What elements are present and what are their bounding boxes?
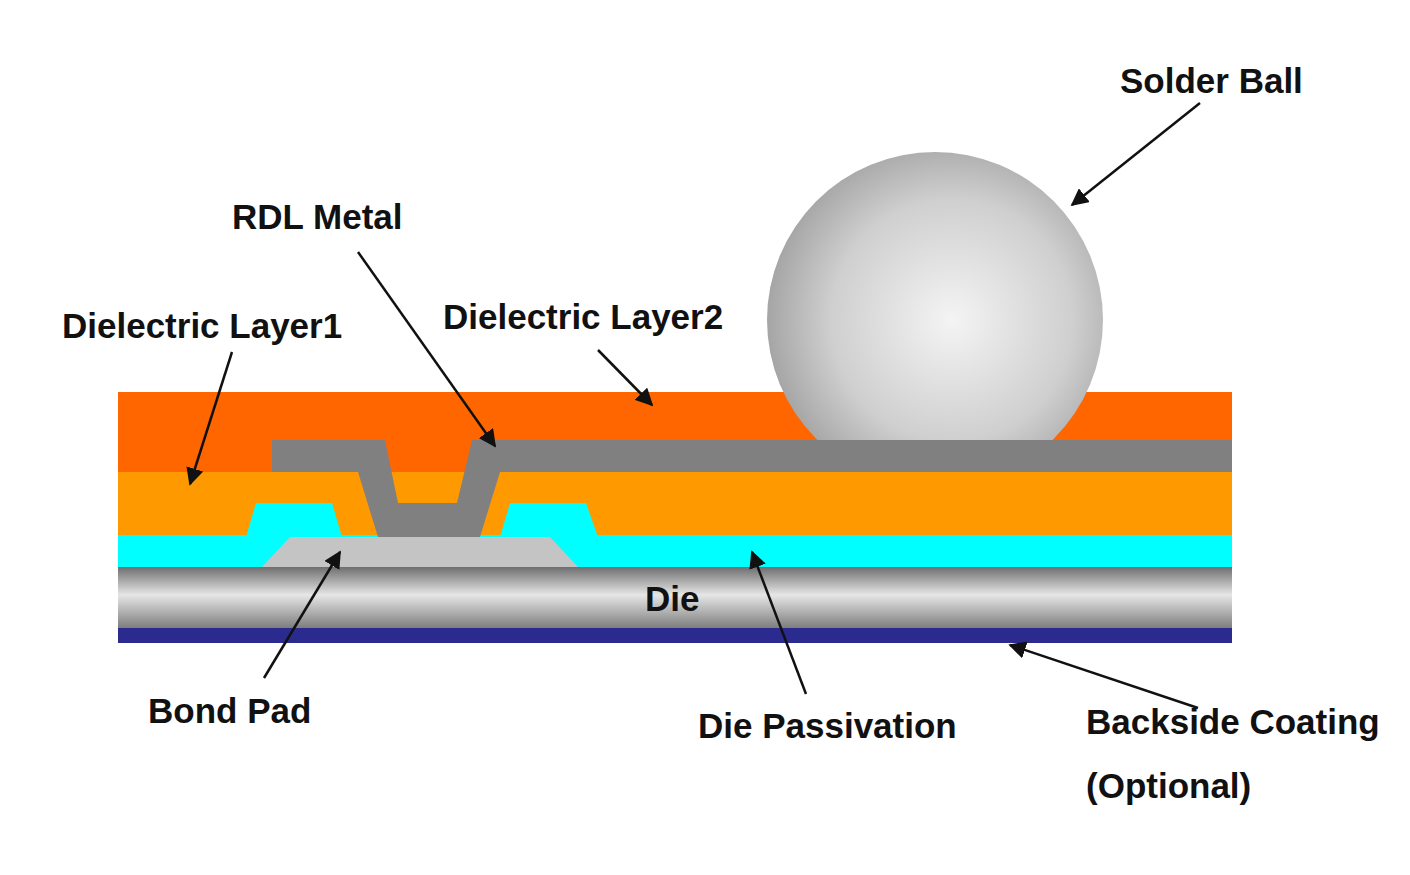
leader-line bbox=[264, 552, 340, 678]
rdl-metal bbox=[272, 440, 1232, 537]
leader-line bbox=[752, 552, 806, 694]
leader-line bbox=[1010, 645, 1198, 708]
die bbox=[118, 567, 1232, 629]
passivation-step bbox=[246, 503, 342, 537]
part-label: RDL Metal bbox=[232, 196, 403, 238]
part-label: Backside Coating (Optional) bbox=[1086, 690, 1404, 818]
leader-line bbox=[598, 350, 652, 405]
part-label: Solder Ball bbox=[1120, 60, 1303, 102]
part-label: Die bbox=[645, 578, 699, 620]
dielectric-layer-1 bbox=[118, 472, 1232, 537]
passivation-step bbox=[500, 503, 598, 537]
part-label: Dielectric Layer1 bbox=[62, 305, 342, 347]
part-label: Bond Pad bbox=[148, 690, 311, 732]
die-passivation bbox=[118, 535, 1232, 567]
leader-line bbox=[358, 252, 495, 446]
part-label: Die Passivation bbox=[698, 705, 957, 747]
solder-ball bbox=[767, 152, 1103, 440]
bond-pad bbox=[262, 537, 578, 567]
part-label: Dielectric Layer2 bbox=[443, 296, 723, 338]
leader-line bbox=[1072, 103, 1200, 205]
leader-line bbox=[190, 352, 232, 484]
